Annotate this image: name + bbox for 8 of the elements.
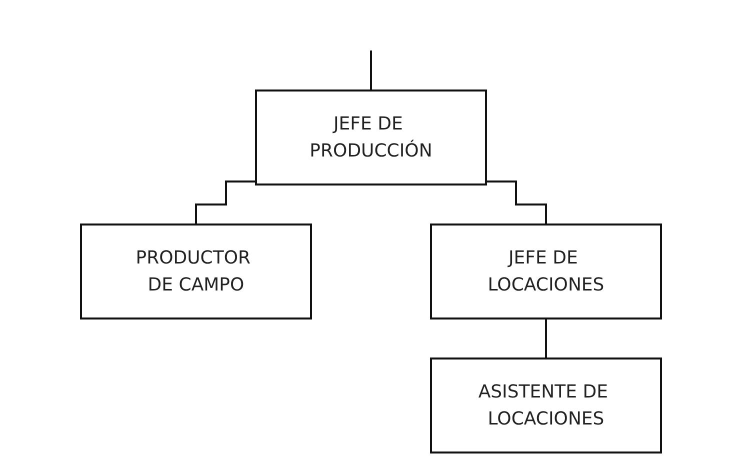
- connector: [486, 180, 547, 226]
- connector: [370, 50, 372, 92]
- node-box: PRODUCTOR DE CAMPO: [80, 224, 312, 320]
- node-box: JEFE DE LOCACIONES: [430, 224, 662, 320]
- connector: [195, 180, 256, 226]
- node-box: ASISTENTE DE LOCACIONES: [430, 358, 662, 454]
- node-box: JEFE DE PRODUCCIÓN: [255, 90, 487, 186]
- connector: [545, 318, 547, 360]
